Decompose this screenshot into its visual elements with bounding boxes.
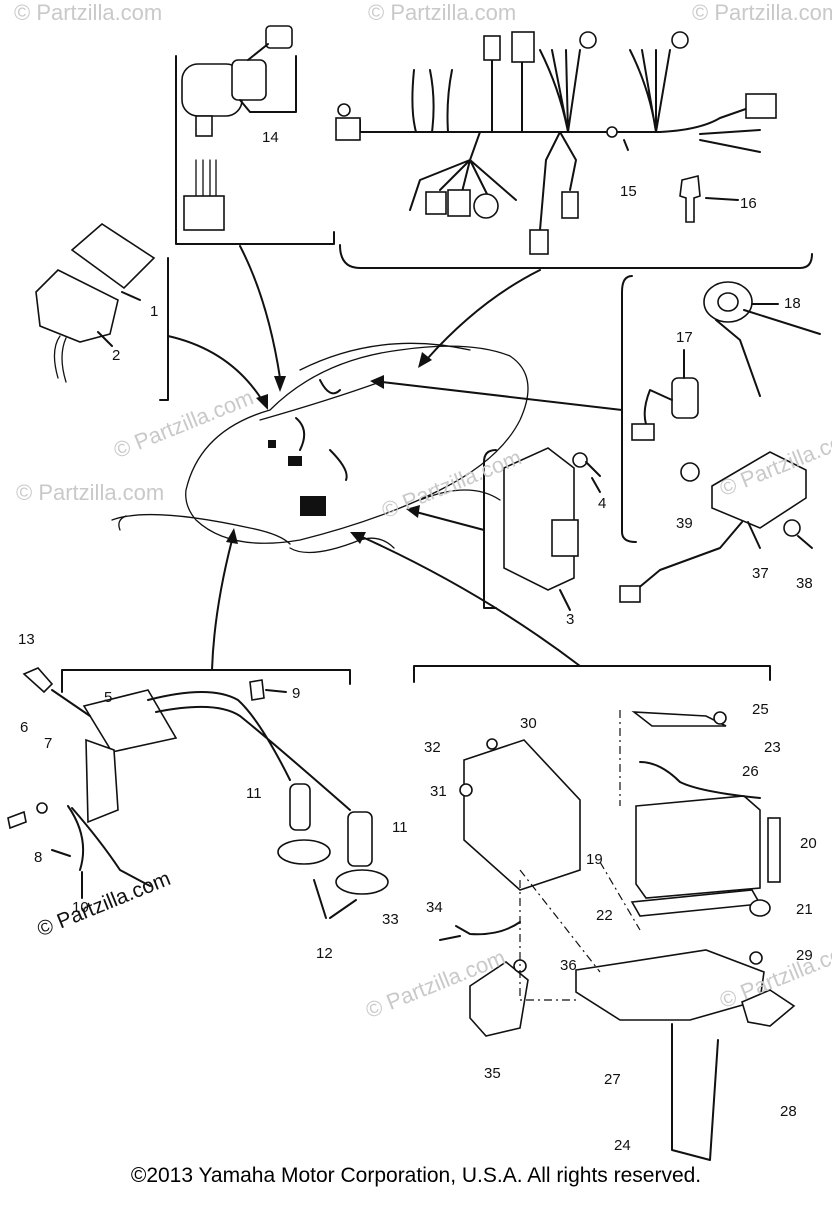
watermark: © Partzilla.com <box>16 480 165 505</box>
part-number-14: 14 <box>262 129 279 146</box>
part-37-38-39-fuse-box <box>619 451 813 603</box>
part-number-28: 28 <box>780 1103 797 1120</box>
leader-14 <box>239 245 281 379</box>
watermark: © Partzilla.com <box>14 0 163 25</box>
part-16-key <box>679 174 739 223</box>
part-number-24: 24 <box>614 1137 631 1154</box>
bracket-wire-harness <box>339 244 813 269</box>
leader-1-2 <box>167 335 263 401</box>
part-number-6: 6 <box>20 719 29 736</box>
part-number-3: 3 <box>566 611 575 628</box>
part-3-regulator <box>503 447 579 611</box>
small-parts-left <box>7 667 287 899</box>
part-number-15: 15 <box>620 183 637 200</box>
part-number-11a: 11 <box>246 785 262 802</box>
part-number-37: 37 <box>752 565 769 582</box>
leader-3 <box>415 511 485 531</box>
part-number-5: 5 <box>104 689 113 706</box>
part-number-19: 19 <box>586 851 603 868</box>
part-number-13: 13 <box>18 631 35 648</box>
part-number-23: 23 <box>764 739 781 756</box>
leader-15 <box>427 269 541 359</box>
part-number-31: 31 <box>430 783 447 800</box>
battery-assembly <box>439 710 796 1161</box>
part-number-16: 16 <box>740 195 757 212</box>
watermark: © Partzilla.com <box>692 0 832 25</box>
part-number-11b: 11 <box>392 819 408 836</box>
part-15-wire-harness <box>335 31 777 255</box>
part-number-34: 34 <box>426 899 443 916</box>
part-number-9: 9 <box>292 685 301 702</box>
part-number-18: 18 <box>784 295 801 312</box>
part-number-2: 2 <box>112 347 121 364</box>
part-14-ignition-switch <box>181 25 297 231</box>
copyright-notice: ©2013 Yamaha Motor Corporation, U.S.A. A… <box>130 1164 702 1187</box>
part-number-25: 25 <box>752 701 769 718</box>
bracket-right-switches <box>621 275 637 543</box>
part-number-7: 7 <box>44 735 53 752</box>
part-number-38: 38 <box>796 575 813 592</box>
part-number-20: 20 <box>800 835 817 852</box>
part-number-32: 32 <box>424 739 441 756</box>
part-number-22: 22 <box>596 907 613 924</box>
watermark: © Partzilla.com <box>368 0 517 25</box>
part-17-18-switches <box>631 281 821 441</box>
part-number-10: 10 <box>72 899 89 916</box>
part-number-36: 36 <box>560 957 577 974</box>
part-number-35: 35 <box>484 1065 501 1082</box>
part-number-12: 12 <box>316 945 333 962</box>
part-5-ignition-coil <box>67 689 389 919</box>
bracket-ignition-coil <box>61 669 351 693</box>
part-number-30: 30 <box>520 715 537 732</box>
leader-5 <box>211 539 233 671</box>
part-number-29: 29 <box>796 947 813 964</box>
part-number-33: 33 <box>382 911 399 928</box>
part-number-17: 17 <box>676 329 693 346</box>
bracket-battery <box>413 665 771 683</box>
snowmobile-outline <box>111 342 529 554</box>
leader-19 <box>359 535 581 667</box>
bracket-ignition-switch <box>175 55 335 245</box>
part-4-bolt <box>572 452 601 493</box>
part-number-4: 4 <box>598 495 607 512</box>
part-number-39: 39 <box>676 515 693 532</box>
bracket-left-box <box>159 257 169 401</box>
part-1-2-cdi-unit <box>35 222 156 383</box>
part-number-26: 26 <box>742 763 759 780</box>
leader-17-18 <box>381 381 623 411</box>
part-number-8: 8 <box>34 849 43 866</box>
part-number-21: 21 <box>796 901 813 918</box>
part-number-27: 27 <box>604 1071 621 1088</box>
part-number-1: 1 <box>150 303 159 320</box>
